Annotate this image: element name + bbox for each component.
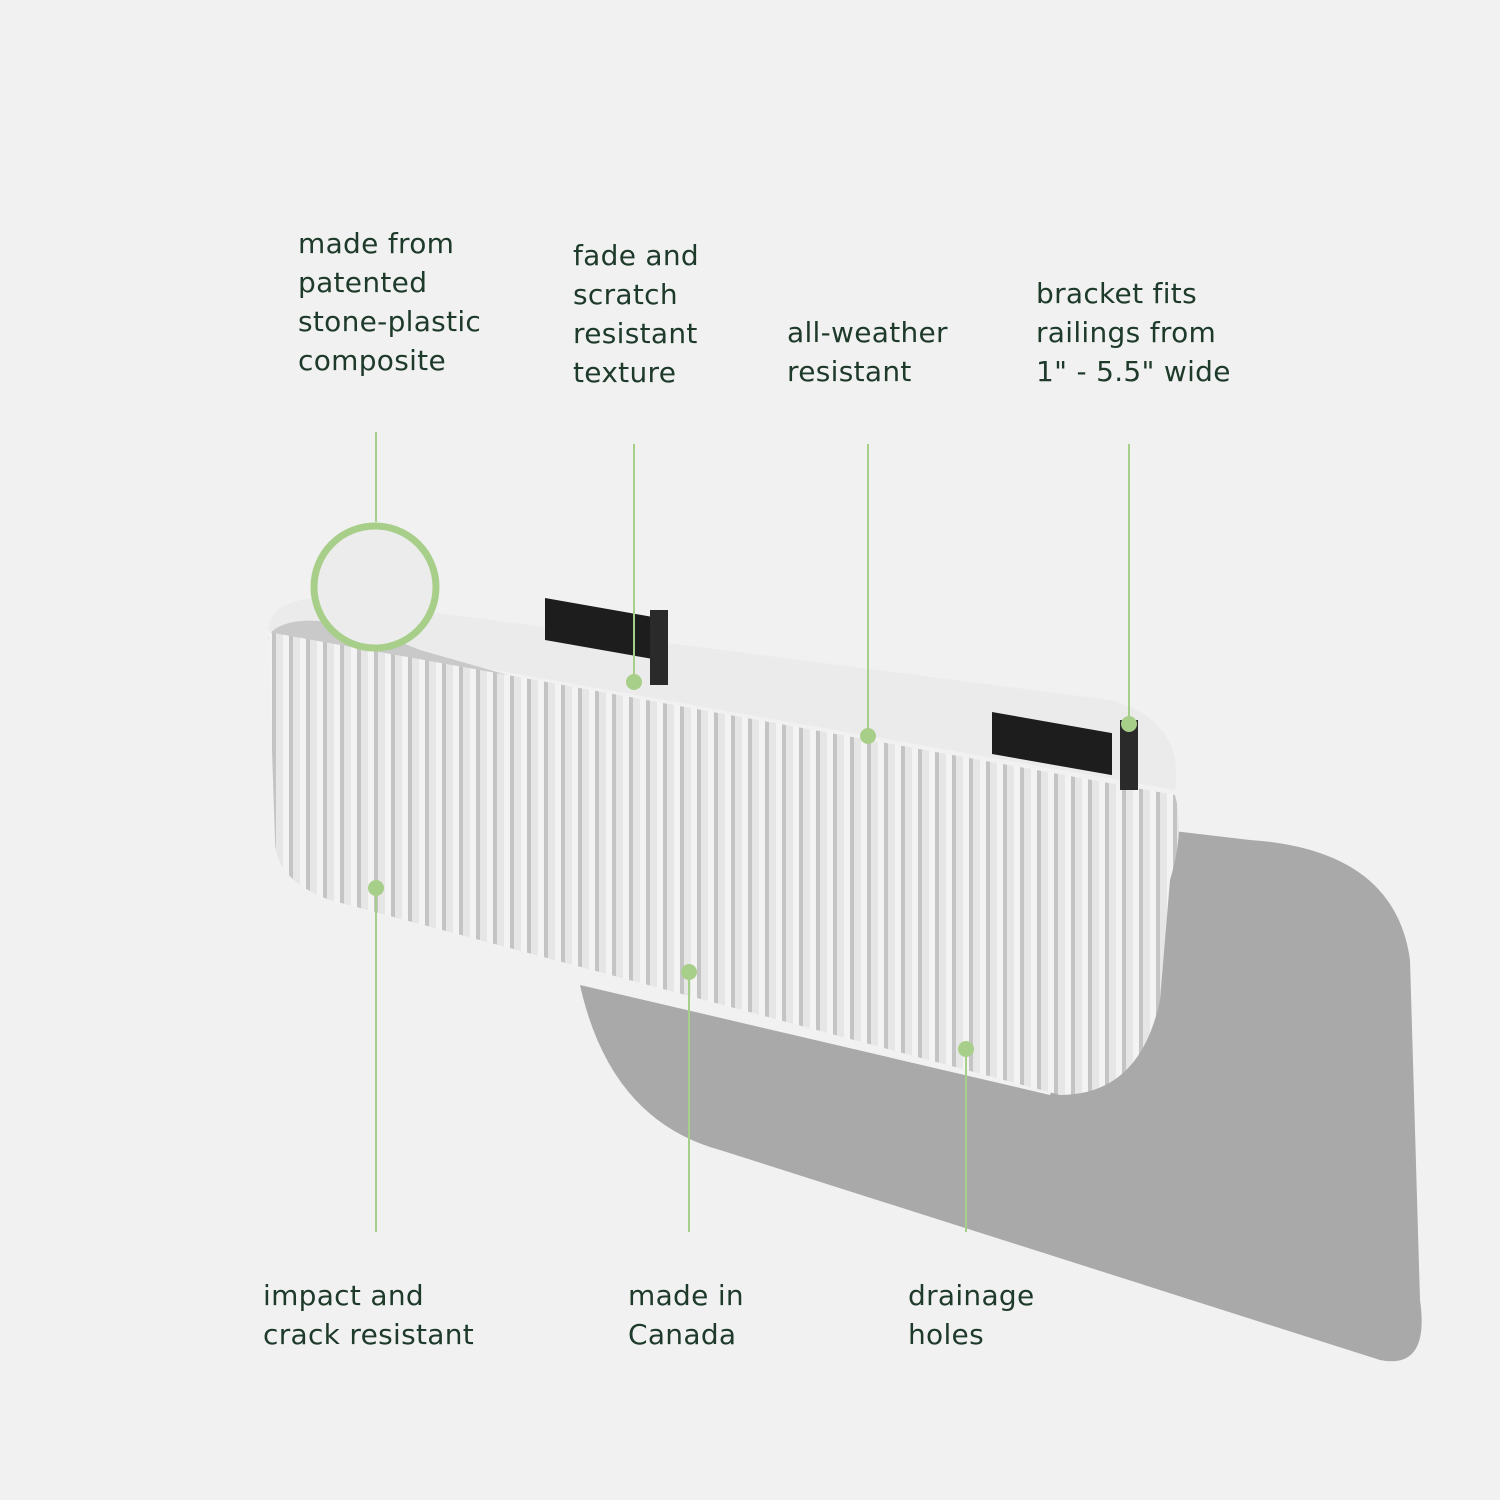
bracket-right [992, 712, 1138, 790]
label-drainage: drainage holes [908, 1279, 1035, 1351]
planter-front-face [268, 632, 1179, 1095]
label-canada: made in Canada [628, 1279, 744, 1351]
label-impact: impact and crack resistant [263, 1279, 475, 1351]
planter-shadow [580, 830, 1422, 1362]
planter-inner-top [268, 598, 1177, 790]
label-bracket: bracket fits railings from 1" - 5.5" wid… [1036, 277, 1231, 388]
label-weather: all-weather resistant [787, 316, 948, 388]
label-texture: fade and scratch resistant texture [573, 239, 699, 389]
label-composite: made from patented stone-plastic composi… [298, 227, 482, 377]
callout-dots [368, 674, 1137, 1057]
texture-closeup-icon [310, 522, 440, 652]
callout-lines [375, 432, 1130, 1232]
